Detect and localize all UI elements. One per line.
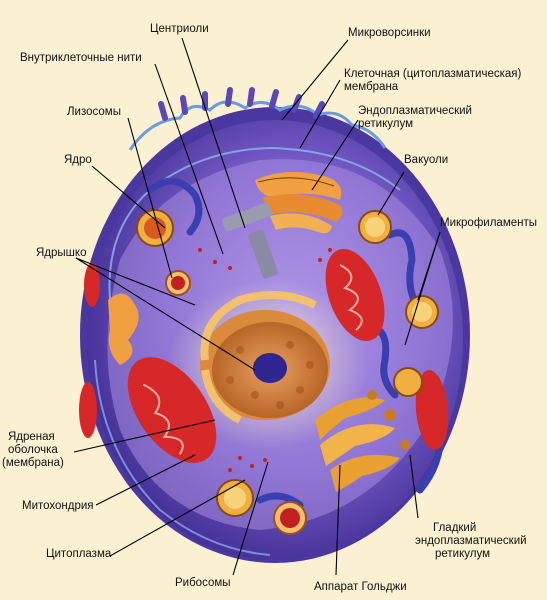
mitochondrion — [415, 370, 449, 450]
mitochondrion — [127, 357, 217, 463]
label-microfilaments: Микрофиламенты — [440, 217, 537, 229]
leader-lines — [73, 37, 441, 576]
label-ribosomes: Рибосомы — [175, 577, 231, 589]
label-cytoplasm: Цитоплазма — [46, 548, 112, 560]
label-intracellular-filaments: Внутриклеточные нити — [20, 52, 142, 64]
label-nucleus: Ядро — [64, 154, 92, 166]
labels: Центриоли Микроворсинки Внутриклеточные … — [2, 23, 537, 593]
label-cell-membrane-1: Клеточная (цитоплазматическая) — [344, 68, 521, 80]
label-nucleolus: Ядрышко — [36, 247, 86, 259]
ribosomes — [198, 248, 332, 472]
nucleolus — [253, 353, 287, 383]
label-er-2: ретикулум — [358, 118, 413, 130]
label-golgi: Аппарат Гольджи — [314, 581, 407, 593]
lysosomes — [165, 270, 307, 535]
label-smooth-er-2: эндоплазматический — [415, 535, 527, 547]
label-microvilli: Микроворсинки — [348, 27, 431, 39]
label-smooth-er-1: Гладкий — [433, 522, 476, 534]
microvilli — [158, 87, 325, 121]
label-nuclear-envelope-2: оболочка — [8, 444, 58, 456]
label-smooth-er-3: ретикулум — [435, 548, 490, 560]
label-centrioles: Центриоли — [150, 23, 209, 35]
label-mitochondria: Митохондрия — [22, 500, 94, 512]
label-nuclear-envelope-3: (мембрана) — [2, 457, 64, 469]
label-cell-membrane-2: мембрана — [344, 81, 399, 93]
golgi-apparatus — [315, 390, 410, 492]
centrioles — [221, 202, 278, 279]
mitochondrion — [79, 382, 97, 438]
label-nuclear-envelope-1: Ядреная — [8, 431, 55, 443]
golgi-small — [108, 293, 139, 365]
mitochondrion — [84, 263, 100, 307]
mitochondria-group — [79, 249, 449, 463]
label-vacuoles: Вакуоли — [404, 154, 448, 166]
mitochondrion — [325, 249, 385, 341]
label-lysosomes: Лизосомы — [67, 106, 121, 118]
label-er-1: Эндоплазматический — [358, 105, 472, 117]
